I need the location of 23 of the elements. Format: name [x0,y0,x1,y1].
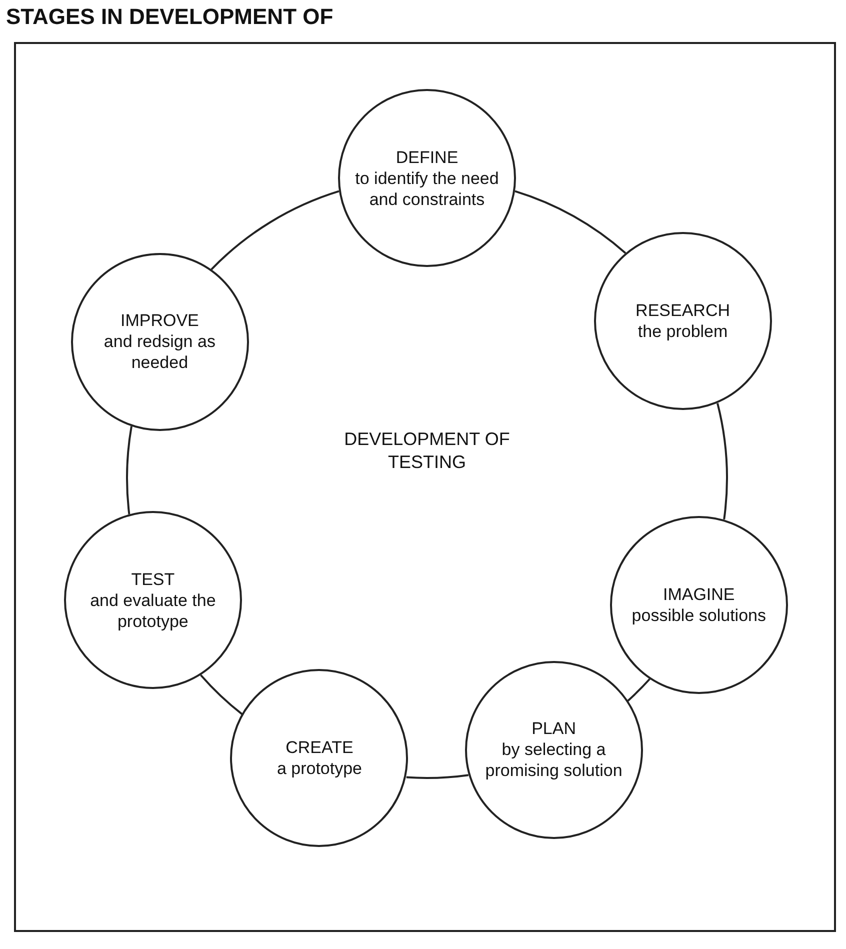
stage-heading: CREATE [286,737,354,758]
stage-description: and redsign as needed [102,331,216,374]
connector-line [627,678,650,702]
stage-description: and evaluate the prototype [89,590,217,632]
stage-heading: PLAN [532,718,576,740]
stage-heading: IMAGINE [662,584,735,605]
stage-heading: DEFINE [396,146,458,168]
stage-heading: IMPROVE [120,310,199,332]
connector-line [200,674,243,715]
connector-line [126,426,132,514]
stage-description: to identify the need and constraints [354,168,500,210]
connector-line [406,774,469,779]
title: STAGES IN DEVELOPMENT OF [6,4,334,30]
connector-line [514,190,626,254]
stage-description: by selecting a promising solution [484,739,624,782]
stage-heading: TEST [131,568,175,590]
connector-line [716,403,728,520]
connector-line [210,190,340,270]
stage-heading: RESEARCH [636,300,730,322]
stage-description: the problem [638,321,728,342]
stage-description: possible solutions [632,604,766,626]
center-label: DEVELOPMENT OF TESTING [343,428,511,474]
stage-description: a prototype [276,758,362,780]
